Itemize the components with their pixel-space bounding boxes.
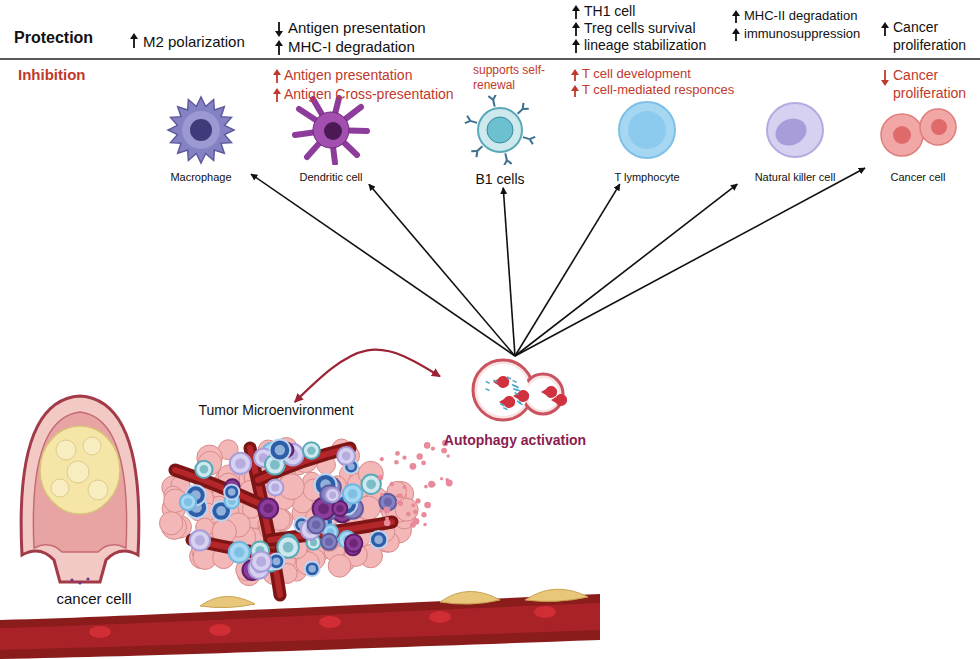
effect-text: Antigen presentation [284, 67, 412, 84]
header-rule [0, 58, 980, 59]
autophagy-icon [473, 360, 567, 420]
node-label: Autophagy activation [440, 432, 590, 449]
effect-text: T cell development [582, 66, 691, 82]
effect-arrow [251, 174, 515, 356]
cell-node: Cancer cell [865, 95, 971, 184]
trend-arrowhead [881, 80, 889, 86]
effect-text: supports self-renewal [473, 63, 553, 93]
effect-arrow [369, 184, 515, 356]
b1-icon [465, 95, 535, 165]
trend-arrowhead [732, 10, 740, 16]
effect-text: MHC-I degradation [288, 38, 415, 56]
macrophage-icon [168, 97, 234, 163]
effect-text: lineage stabilization [584, 37, 706, 54]
trend-arrowhead [275, 40, 283, 46]
trend-arrows [130, 5, 889, 102]
t-icon [619, 102, 675, 158]
effect-text: Treg cells survival [584, 20, 696, 37]
cell-shape [878, 95, 958, 165]
dendritic-icon [295, 98, 367, 163]
trend-arrowhead [572, 39, 580, 45]
cell-shape [607, 95, 687, 165]
cell-label: Natural killer cell [735, 171, 855, 184]
trend-arrowhead [571, 85, 579, 91]
trend-arrowhead [130, 33, 138, 39]
trend-arrowhead [572, 5, 580, 11]
primary-tumor [21, 396, 139, 585]
effect-text: TH1 cell [584, 3, 635, 20]
trend-arrowhead [273, 88, 281, 94]
cell-label: Dendritic cell [276, 171, 386, 184]
nk-icon [767, 103, 823, 157]
effect-arrow [515, 168, 865, 356]
fibroblast [200, 589, 588, 607]
trend-arrowhead [275, 31, 283, 37]
effect-arrow [515, 184, 737, 356]
cell-node: Dendritic cell [276, 95, 386, 184]
region-node: Tumor Microenvironment [182, 402, 370, 419]
cell-shape [755, 95, 835, 165]
node-label: Tumor Microenvironment [182, 402, 370, 419]
row-heading: Protection [14, 28, 93, 47]
effect-text: M2 polarization [143, 33, 245, 51]
trend-arrowhead [273, 69, 281, 75]
cancer-icon [881, 109, 956, 156]
cell-node: Natural killer cell [735, 95, 855, 184]
effect-arrow [515, 184, 620, 356]
double-arrow [295, 350, 440, 402]
effect-text: Cancer proliferation [893, 19, 977, 54]
tumor-microenvironment-art [160, 438, 453, 595]
effect-text: Cancer proliferation [893, 67, 977, 102]
effect-text: immunosuppression [744, 26, 860, 42]
process-node: Autophagy activation [440, 356, 590, 449]
effect-text: T cell-mediated responces [582, 82, 734, 98]
node-label: cancer celll [40, 590, 148, 608]
cell-node: T lymphocyte [597, 95, 697, 184]
cell-label: Macrophage [151, 171, 251, 184]
cell-label: T lymphocyte [597, 171, 697, 184]
effect-text: Antigen presentation [288, 19, 426, 37]
cell-label: B1 cells [450, 171, 550, 188]
trend-arrowhead [572, 22, 580, 28]
cell-shape [291, 95, 371, 165]
trend-arrowhead [571, 69, 579, 75]
region-node: cancer celll [40, 590, 148, 608]
effect-text: Antigen Cross-presentation [284, 86, 454, 103]
cell-node: B1 cells [450, 95, 550, 188]
trend-arrowhead [881, 22, 889, 28]
effect-arrow [503, 188, 515, 356]
trend-arrowhead [732, 28, 740, 34]
row-heading: Inhibition [18, 66, 85, 84]
effect-text: MHC-II degradation [744, 8, 857, 24]
cell-shape [161, 95, 241, 165]
cell-node: Macrophage [151, 95, 251, 184]
cell-shape [463, 356, 567, 426]
cell-label: Cancer cell [865, 171, 971, 184]
cell-shape [460, 95, 540, 165]
